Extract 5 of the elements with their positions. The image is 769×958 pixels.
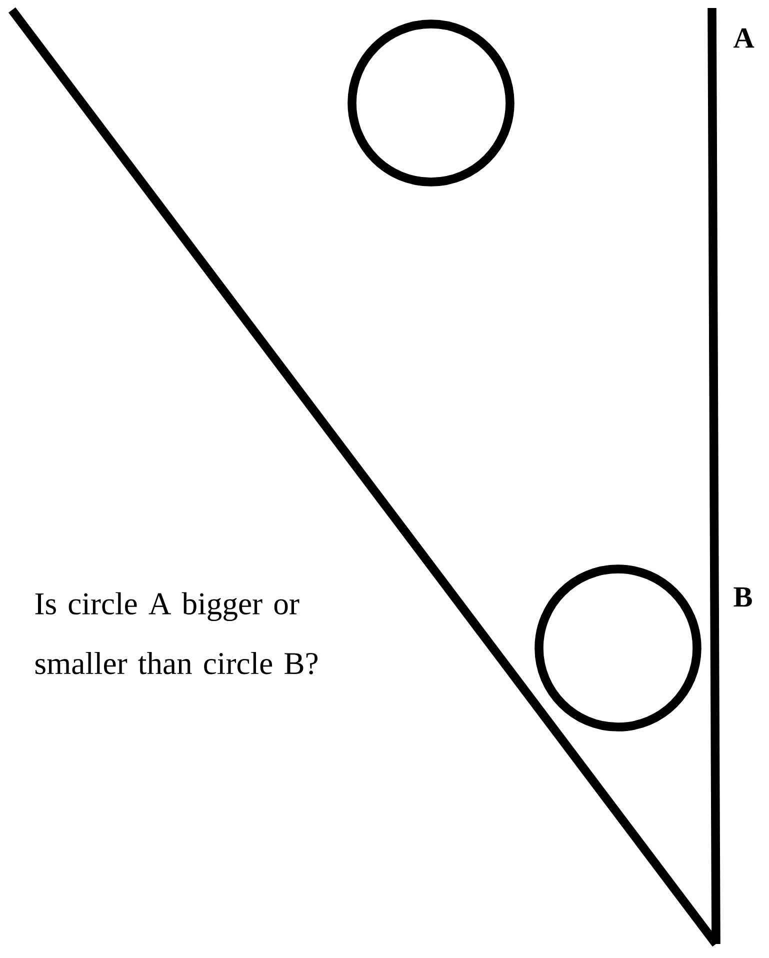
- question-text: Is circle A bigger or smaller than circle B?: [35, 592, 318, 674]
- circle-label: A: [734, 28, 754, 48]
- circle-label: B: [734, 587, 752, 607]
- circle: [534, 564, 702, 732]
- circle: [348, 20, 514, 186]
